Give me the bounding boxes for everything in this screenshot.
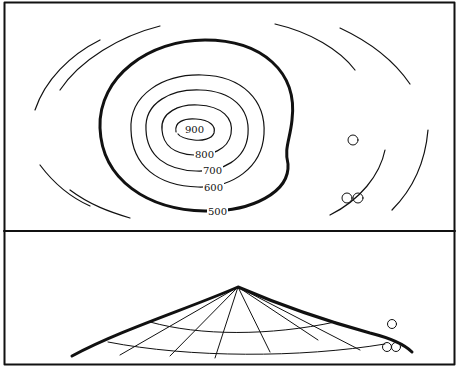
marker-circle [348, 135, 358, 145]
contour-line [330, 150, 385, 215]
contour-line [176, 119, 215, 140]
contour-line [392, 130, 428, 210]
contour-line [131, 75, 264, 187]
contour-line [70, 190, 130, 218]
divider [4, 230, 455, 232]
contour-line [40, 165, 90, 206]
profile-contour [150, 322, 335, 333]
marker-circle [353, 193, 363, 203]
marker-circle [342, 193, 352, 203]
ridge-line [120, 287, 360, 358]
frame [5, 3, 455, 365]
marker-circle [383, 343, 392, 352]
contour-elevation: 600 [203, 182, 224, 193]
contour-elevation: 800 [194, 149, 215, 160]
contour-elevation: 700 [202, 165, 223, 176]
contour-line [146, 90, 248, 171]
contour-line [35, 40, 100, 110]
marker-circle [392, 343, 401, 352]
contour-line [60, 26, 160, 90]
contour-line [162, 105, 232, 155]
contour-line [275, 24, 355, 70]
contour-line-bold [100, 40, 293, 211]
contour-line [340, 28, 410, 84]
profile-contour [108, 342, 385, 354]
contour-elevation: 500 [207, 206, 228, 217]
profile-outline [72, 287, 412, 356]
marker-circle [388, 320, 397, 329]
contour-elevation: 900 [184, 124, 205, 135]
